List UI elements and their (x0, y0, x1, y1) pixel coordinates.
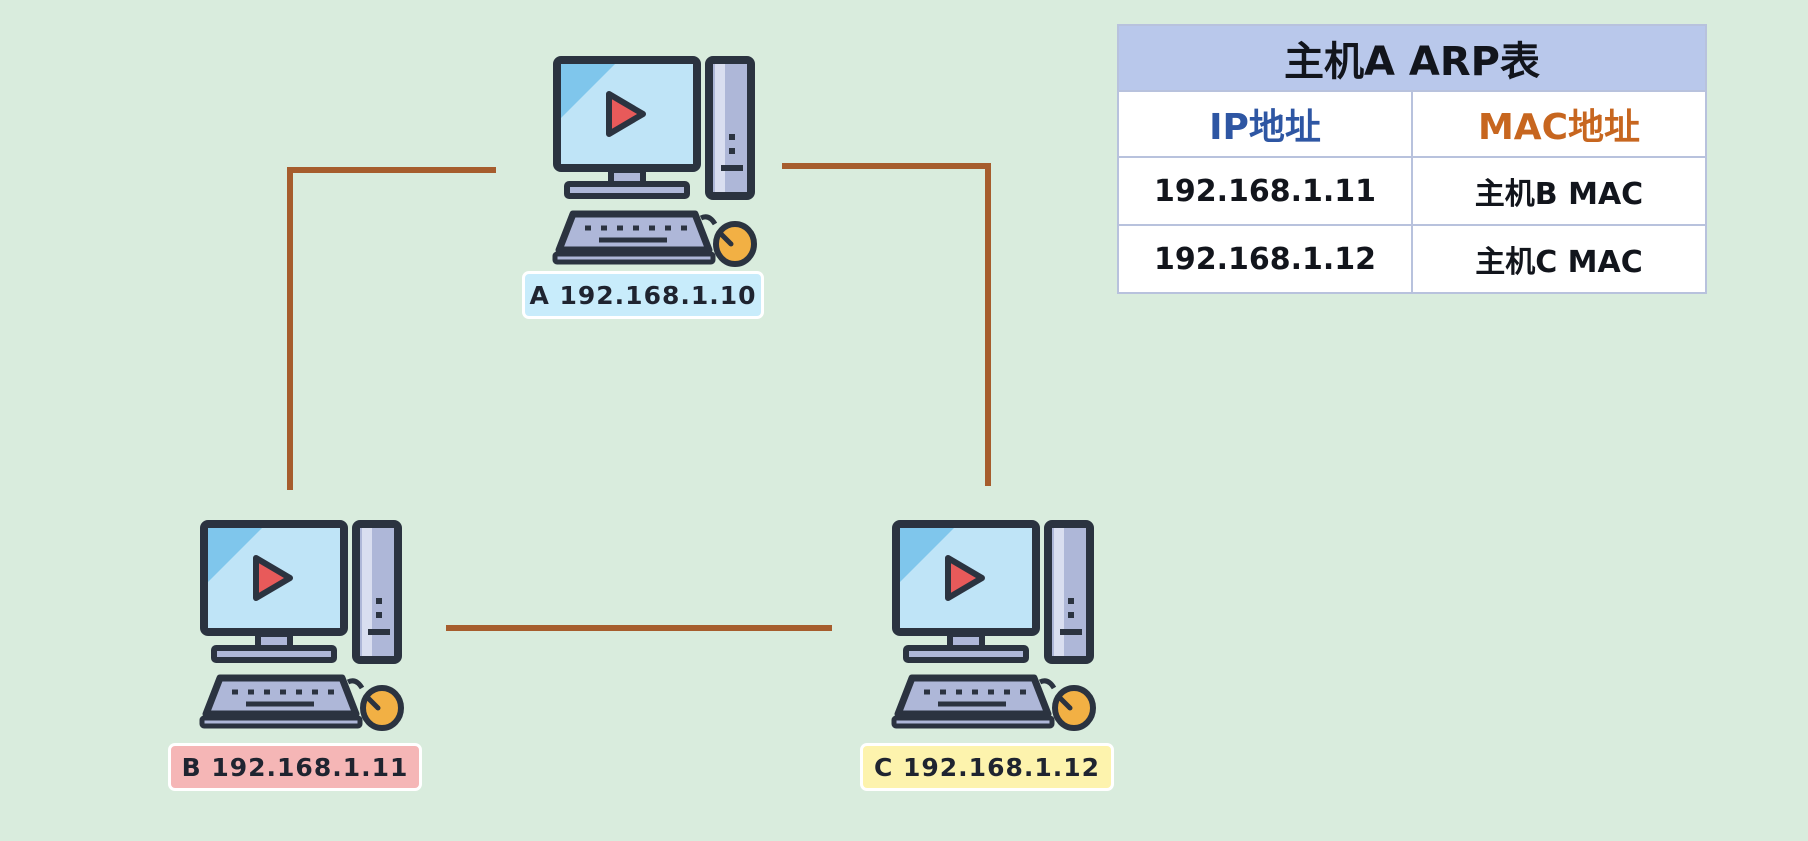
link-a-c (782, 163, 991, 486)
arp-table-title: 主机A ARP表 (1117, 24, 1707, 92)
ip-cell: 192.168.1.11 (1117, 156, 1413, 226)
computer-c-icon (894, 524, 1093, 728)
table-row: 192.168.1.11 主机B MAC (1117, 156, 1707, 226)
computer-a-icon (555, 60, 754, 264)
host-a-label: A 192.168.1.10 (522, 271, 764, 319)
host-b-label: B 192.168.1.11 (168, 743, 422, 791)
link-a-b (287, 167, 496, 490)
mac-address-header: MAC地址 (1411, 90, 1707, 158)
mac-cell: 主机B MAC (1411, 156, 1707, 226)
ip-cell: 192.168.1.12 (1117, 224, 1413, 294)
table-row: 192.168.1.12 主机C MAC (1117, 224, 1707, 294)
arp-table: 主机A ARP表 IP地址 MAC地址 192.168.1.11 主机B MAC… (1117, 24, 1707, 294)
mac-cell: 主机C MAC (1411, 224, 1707, 294)
ip-address-header: IP地址 (1117, 90, 1413, 158)
computer-b-icon (202, 524, 401, 728)
host-c-label: C 192.168.1.12 (860, 743, 1114, 791)
